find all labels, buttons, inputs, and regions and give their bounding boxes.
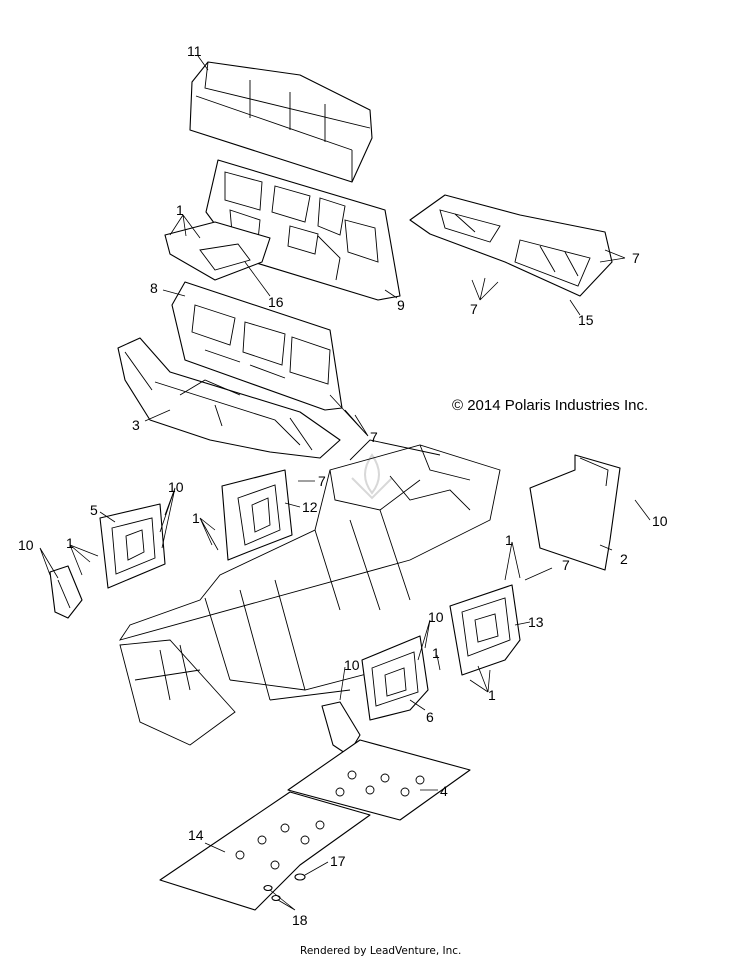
footer-credit: Rendered by LeadVenture, Inc. (300, 945, 461, 957)
part-17-washer (294, 873, 306, 881)
callout-4: 4 (440, 783, 448, 799)
leader-lines (39, 55, 651, 911)
callout-5: 5 (90, 502, 98, 518)
part-10-trim-left (49, 565, 83, 619)
callout-14: 14 (188, 827, 204, 843)
callout-7: 7 (562, 557, 570, 573)
callout-7: 7 (632, 250, 640, 266)
callout-9: 9 (397, 297, 405, 313)
part-3-floor-pan (117, 337, 341, 459)
part-6-door-panel-front-right (361, 635, 429, 721)
callout-10: 10 (344, 657, 360, 673)
callout-13: 13 (528, 614, 544, 630)
callout-11: 11 (187, 43, 202, 59)
part-18-fastener (263, 884, 281, 902)
callout-2: 2 (620, 551, 628, 567)
callout-16: 16 (268, 294, 284, 310)
callout-6: 6 (426, 709, 434, 725)
part-11-storage-bin (189, 61, 373, 183)
callout-7: 7 (318, 473, 326, 489)
callout-1: 1 (176, 202, 184, 218)
callout-10: 10 (428, 609, 444, 625)
callout-17: 17 (330, 853, 346, 869)
part-16-floor-tray (164, 221, 271, 281)
part-4-floor-plate (287, 739, 471, 821)
callout-8: 8 (150, 280, 158, 296)
part-15-cargo-panel (409, 194, 613, 297)
callout-3: 3 (132, 417, 140, 433)
callout-18: 18 (292, 912, 308, 928)
part-13-door-panel-right (449, 584, 521, 676)
watermark-logo (351, 453, 393, 500)
callout-10: 10 (652, 513, 668, 529)
callout-1: 1 (505, 532, 513, 548)
part-14-floor-plate (159, 791, 371, 911)
copyright-notice: © 2014 Polaris Industries Inc. (452, 397, 648, 414)
callout-1: 1 (488, 687, 496, 703)
callout-1: 1 (66, 535, 74, 551)
callout-7: 7 (370, 429, 378, 445)
part-5-door-panel-left (99, 503, 166, 589)
callout-labels: 11 1 16 9 8 3 7 7 15 7 7 12 1 5 10 10 1 … (18, 43, 668, 928)
callout-10: 10 (168, 479, 184, 495)
part-8-firewall (171, 281, 343, 411)
callout-12: 12 (302, 499, 318, 515)
part-2-rear-cover (529, 454, 621, 571)
callout-10: 10 (18, 537, 34, 553)
callout-1: 1 (192, 510, 200, 526)
callout-1: 1 (432, 645, 440, 661)
callout-7: 7 (470, 301, 478, 317)
part-12-door-panel (221, 469, 293, 561)
callout-15: 15 (578, 312, 594, 328)
